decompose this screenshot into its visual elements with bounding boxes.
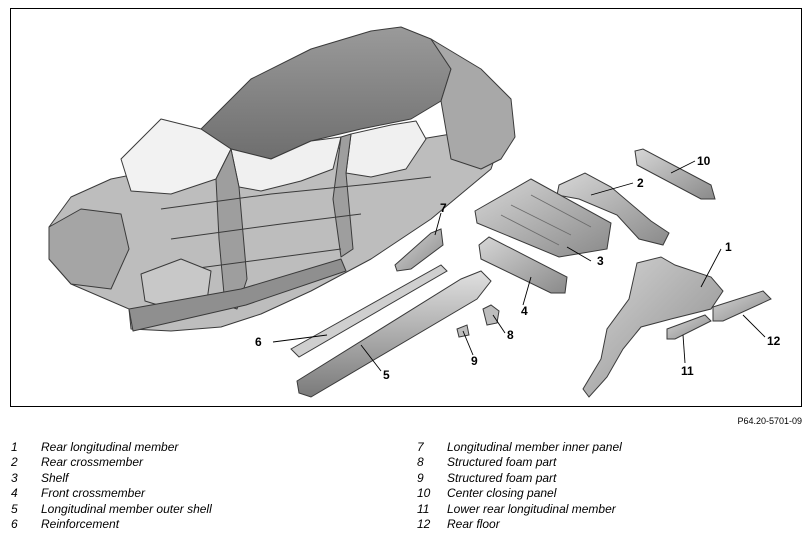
legend-number: 4 <box>11 486 18 501</box>
legend-label: Rear floor <box>447 516 500 531</box>
legend-number: 9 <box>417 470 424 485</box>
diagram-frame: 10 2 7 1 3 4 6 5 8 9 11 12 <box>10 8 802 407</box>
legend-label: Front crossmember <box>41 486 146 501</box>
legend-item: 11 Lower rear longitudinal member <box>417 502 622 517</box>
legend-number: 6 <box>11 516 18 531</box>
legend-item: 2 Rear crossmember <box>11 455 212 470</box>
legend-item: 1 Rear longitudinal member <box>11 440 212 455</box>
legend-label: Structured foam part <box>447 455 557 470</box>
part-1-rear-longitudinal-member <box>582 256 724 398</box>
legend-number: 2 <box>11 455 18 470</box>
legend-item: 10 Center closing panel <box>417 486 622 501</box>
legend-label: Rear crossmember <box>41 455 144 470</box>
callout-3: 3 <box>597 254 604 268</box>
part-11-lower-rear-longitudinal-member <box>666 314 712 340</box>
part-2-rear-crossmember <box>556 172 670 246</box>
part-8-structured-foam-part <box>482 304 500 326</box>
legend-label: Longitudinal member inner panel <box>447 440 622 454</box>
part-3-shelf <box>474 178 612 258</box>
part-6-reinforcement <box>290 264 448 358</box>
callout-10: 10 <box>697 154 711 168</box>
callouts: 10 2 7 1 3 4 6 5 8 9 11 12 <box>255 154 781 382</box>
callout-7: 7 <box>440 201 447 215</box>
legend-item: 7 Longitudinal member inner panel <box>417 440 622 455</box>
part-7-longitudinal-member-inner-panel <box>394 228 444 272</box>
callout-1: 1 <box>725 240 732 254</box>
part-10-center-closing-panel <box>634 148 716 200</box>
callout-11: 11 <box>681 364 694 378</box>
legend-label: Lower rear longitudinal member <box>447 501 616 516</box>
body-shell-illustration: 10 2 7 1 3 4 6 5 8 9 11 12 <box>48 26 781 398</box>
legend-number: 8 <box>417 455 424 470</box>
figure-reference: P64.20-5701-09 <box>737 416 802 426</box>
callout-12: 12 <box>767 334 781 348</box>
part-12-rear-floor <box>712 290 772 322</box>
legend-item: 8 Structured foam part <box>417 455 622 470</box>
legend-item: 12 Rear floor <box>417 517 622 532</box>
legend-label: Reinforcement <box>41 516 120 531</box>
legend-number: 3 <box>11 470 18 485</box>
legend-label: Shelf <box>41 470 69 485</box>
legend-item: 6 Reinforcement <box>11 517 212 532</box>
legend-number: 1 <box>11 440 18 454</box>
legend-label: Structured foam part <box>447 470 557 485</box>
callout-5: 5 <box>383 368 390 382</box>
legend-label: Longitudinal member outer shell <box>41 501 212 516</box>
legend-item: 5 Longitudinal member outer shell <box>11 502 212 517</box>
legend-number: 11 <box>417 501 430 516</box>
legend-left-column: 1 Rear longitudinal member 2 Rear crossmem… <box>11 440 212 532</box>
legend-number: 7 <box>417 440 424 454</box>
callout-2: 2 <box>637 176 644 190</box>
legend-item: 9 Structured foam part <box>417 471 622 486</box>
legend-number: 12 <box>417 516 431 531</box>
callout-8: 8 <box>507 328 514 342</box>
part-5-longitudinal-member-outer-shell <box>296 270 492 398</box>
callout-4: 4 <box>521 304 528 318</box>
legend-label: Center closing panel <box>447 486 557 501</box>
callout-6: 6 <box>255 335 262 349</box>
legend-item: 3 Shelf <box>11 471 212 486</box>
legend-label: Rear longitudinal member <box>41 440 179 454</box>
car-body <box>48 26 516 332</box>
part-4-front-crossmember <box>478 236 568 294</box>
legend-item: 4 Front crossmember <box>11 486 212 501</box>
legend-number: 5 <box>11 501 18 516</box>
legend-number: 10 <box>417 486 431 501</box>
callout-9: 9 <box>471 354 478 368</box>
leader-lines <box>272 160 766 372</box>
